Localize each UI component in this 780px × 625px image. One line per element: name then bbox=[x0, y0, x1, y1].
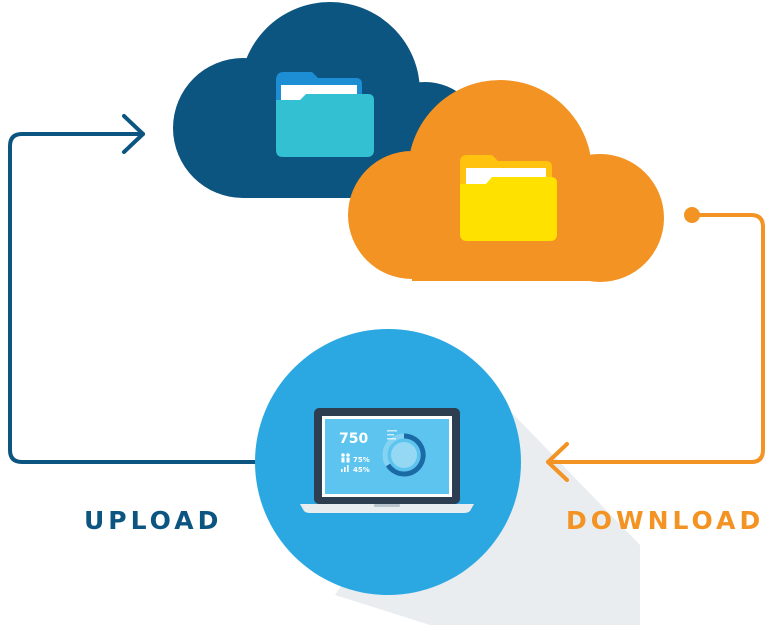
download-arrow-icon bbox=[546, 442, 569, 482]
upload-arrow-icon bbox=[122, 114, 145, 154]
screen-stat-bars: 45% bbox=[353, 466, 370, 474]
download-start-dot bbox=[684, 207, 700, 223]
upload-flow-line bbox=[8, 132, 285, 464]
donut-chart-icon bbox=[382, 433, 426, 477]
laptop-icon bbox=[300, 408, 474, 513]
screen-stat-people: 75% bbox=[353, 456, 370, 464]
upload-folder-icon bbox=[276, 72, 374, 157]
people-icon bbox=[341, 453, 350, 463]
download-label: DOWNLOAD bbox=[566, 506, 765, 535]
screen-legend-icon bbox=[387, 430, 397, 440]
download-flow-line bbox=[546, 213, 765, 464]
download-folder-icon bbox=[460, 155, 557, 241]
upload-label: UPLOAD bbox=[84, 506, 223, 535]
screen-main-value: 750 bbox=[339, 431, 368, 447]
bar-chart-icon bbox=[341, 465, 349, 472]
